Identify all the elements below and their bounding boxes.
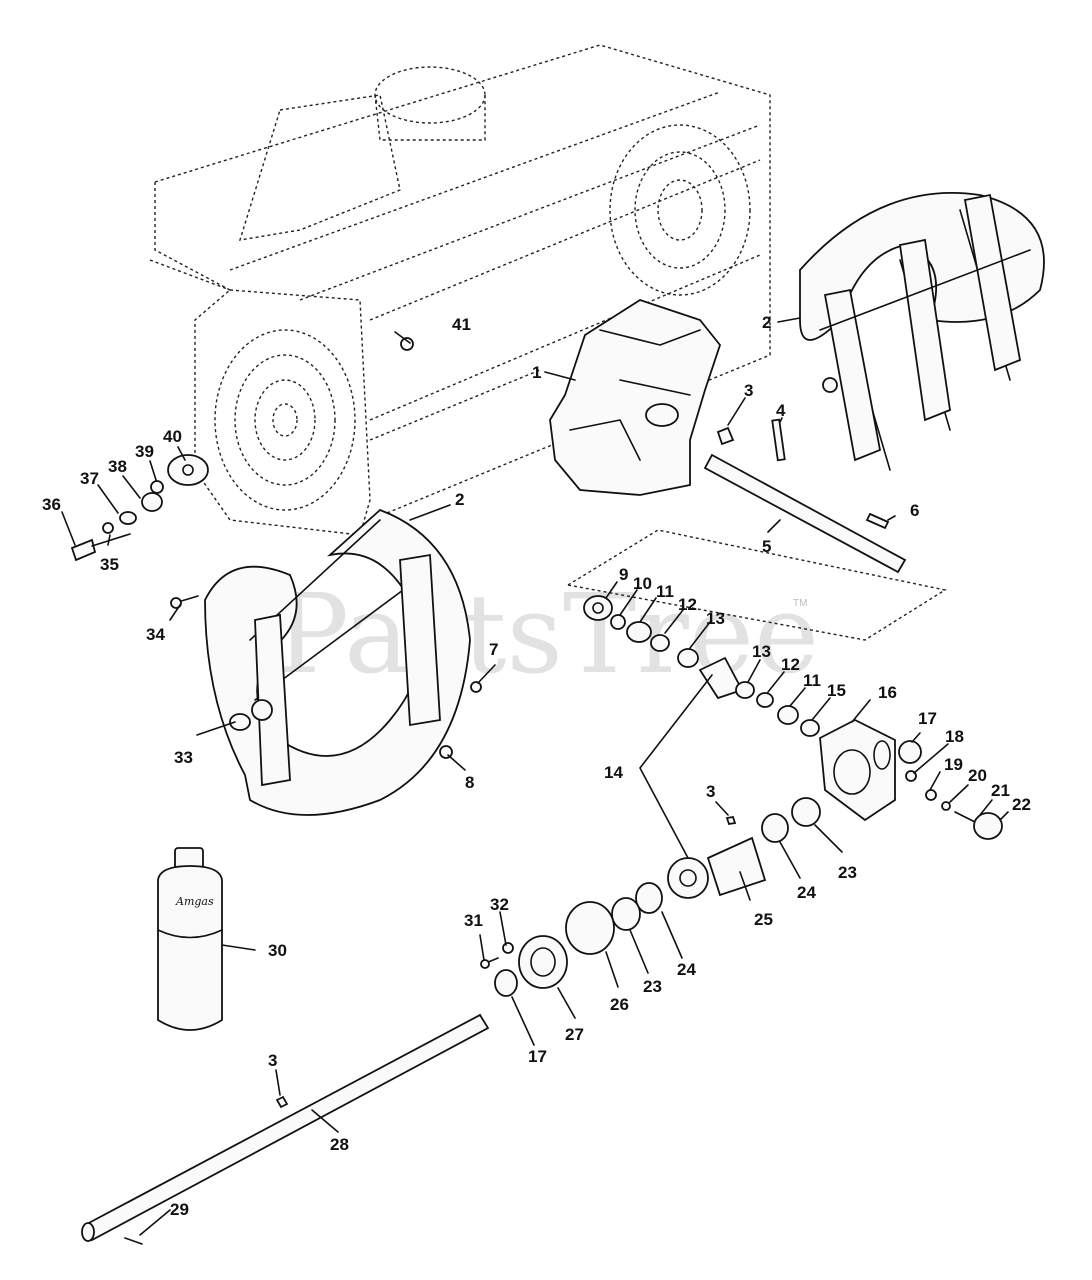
callout-10: 10 — [633, 574, 652, 593]
callout-1: 1 — [532, 363, 541, 382]
callout-29: 29 — [170, 1200, 189, 1219]
callout-3-upper: 3 — [744, 381, 753, 400]
callout-11-right: 11 — [803, 671, 821, 690]
callout-3-middle: 3 — [706, 782, 715, 801]
callout-6: 6 — [910, 501, 919, 520]
callout-33: 33 — [174, 748, 193, 767]
callout-34: 34 — [146, 625, 165, 644]
callout-17-left: 17 — [528, 1047, 547, 1066]
callout-23-left: 23 — [643, 977, 662, 996]
callout-21: 21 — [991, 781, 1010, 800]
callout-5: 5 — [762, 537, 771, 556]
callout-17-right: 17 — [918, 709, 937, 728]
bottle-label-text: Amgas — [175, 895, 214, 908]
callout-31: 31 — [464, 911, 483, 930]
callout-16: 16 — [878, 683, 897, 702]
callout-15: 15 — [827, 681, 846, 700]
callout-39: 39 — [135, 442, 154, 461]
callout-22: 22 — [1012, 795, 1031, 814]
callout-numbers: 1 2 2 3 3 3 4 5 6 7 8 9 10 11 11 12 12 1… — [42, 313, 1031, 1219]
leader-lines — [61, 317, 1009, 1236]
callout-24-left: 24 — [677, 960, 696, 979]
callout-2-left-auger: 2 — [455, 490, 464, 509]
callout-13-left: 13 — [706, 609, 725, 628]
callout-38: 38 — [108, 457, 127, 476]
gear-train-parts — [480, 595, 1003, 997]
watermark-trademark: TM — [793, 598, 807, 609]
callout-12-left: 12 — [678, 595, 697, 614]
right-auger — [799, 191, 1045, 471]
callout-24-right: 24 — [797, 883, 816, 902]
callout-30: 30 — [268, 941, 287, 960]
callout-19: 19 — [944, 755, 963, 774]
callout-26: 26 — [610, 995, 629, 1014]
callout-23-right: 23 — [838, 863, 857, 882]
callout-3-lower: 3 — [268, 1051, 277, 1070]
left-hardware — [70, 337, 482, 759]
auger-shaft-assembly — [703, 418, 907, 574]
callout-37: 37 — [80, 469, 99, 488]
callout-13-right: 13 — [752, 642, 771, 661]
callout-9: 9 — [619, 565, 628, 584]
callout-20: 20 — [968, 766, 987, 785]
assembly-bracket-upper — [566, 529, 947, 641]
callout-11-left: 11 — [656, 582, 674, 601]
left-auger — [204, 508, 471, 816]
callout-18: 18 — [945, 727, 964, 746]
gear-oil-bottle: Amgas — [157, 847, 223, 1031]
callout-4: 4 — [776, 401, 786, 420]
watermark-text: PartsTree — [275, 570, 819, 698]
auger-housing — [149, 44, 771, 536]
callout-14: 14 — [604, 763, 623, 782]
gearbox-casting — [549, 299, 722, 496]
callout-2-right-auger: 2 — [762, 313, 771, 332]
callout-7: 7 — [489, 640, 498, 659]
callout-28: 28 — [330, 1135, 349, 1154]
callout-32: 32 — [490, 895, 509, 914]
callout-35: 35 — [100, 555, 119, 574]
drive-shaft — [81, 1013, 490, 1245]
callout-8: 8 — [465, 773, 474, 792]
callout-25: 25 — [754, 910, 773, 929]
callout-41: 41 — [452, 315, 471, 334]
callout-27: 27 — [565, 1025, 584, 1044]
callout-12-right: 12 — [781, 655, 800, 674]
callout-36: 36 — [42, 495, 61, 514]
callout-40: 40 — [163, 427, 182, 446]
